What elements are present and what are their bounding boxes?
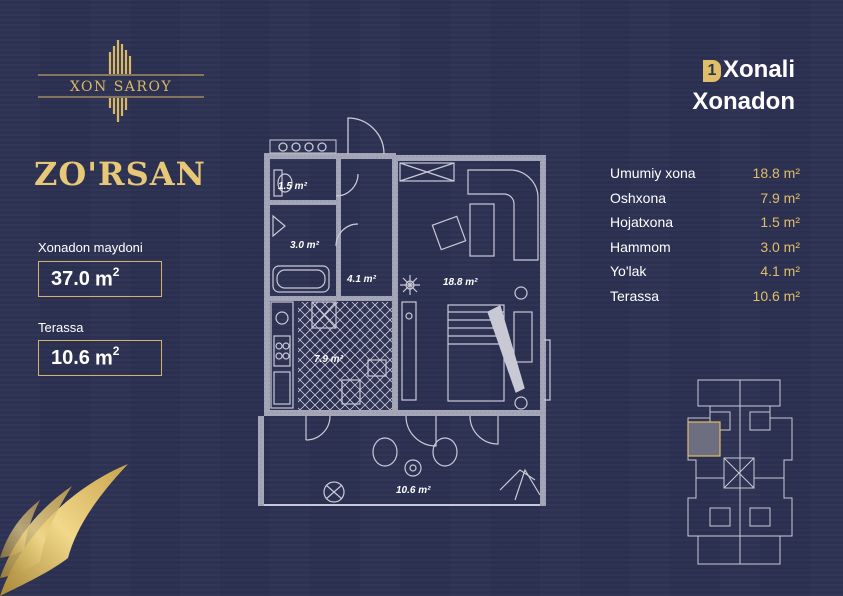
terrace-unit: m2 <box>94 343 120 370</box>
area-value: 37.0 <box>51 267 90 290</box>
area-label: Xonadon maydoni <box>38 240 143 255</box>
gold-wing-decoration <box>0 464 128 596</box>
brand-logo: XON SAROY <box>36 38 206 128</box>
toilet-fixture <box>273 169 359 247</box>
kitchen-floor <box>298 302 392 410</box>
plan-label-bath: 3.0 m² <box>290 240 320 251</box>
terrace-fixtures <box>305 415 541 503</box>
title-line2: Xonadon <box>692 88 795 115</box>
terrace-value: 10.6 <box>51 346 90 369</box>
walls <box>258 153 546 506</box>
bath-fixture <box>272 214 330 293</box>
plan-label-toilet: 1.5 m² <box>278 181 308 192</box>
logo-text: XON SAROY <box>69 79 173 95</box>
entrance-door <box>269 117 385 155</box>
area-unit: m2 <box>94 264 120 291</box>
terrace-value-box: 10.6 m2 <box>38 340 162 376</box>
area-value-box: 37.0 m2 <box>38 261 162 297</box>
terrace-label: Terassa <box>38 320 84 335</box>
plan-label-terrace: 10.6 m² <box>396 485 431 496</box>
building-key-plan <box>687 379 793 565</box>
rooms-count-badge: 1 <box>702 60 721 82</box>
plant-icon <box>400 275 420 295</box>
plan-label-living: 18.8 m² <box>443 277 478 288</box>
plan-label-kitchen: 7.9 m² <box>314 354 344 365</box>
living-fixtures <box>399 162 551 410</box>
kitchen-fixtures <box>270 301 387 409</box>
highlighted-apartment <box>687 421 721 457</box>
plan-label-corridor: 4.1 m² <box>346 274 377 285</box>
floor-plan: 1.5 m² 3.0 m² 4.1 m² 18.8 m² 7.9 m² 10.6… <box>258 117 551 506</box>
project-name: ZO'RSAN <box>34 155 206 193</box>
